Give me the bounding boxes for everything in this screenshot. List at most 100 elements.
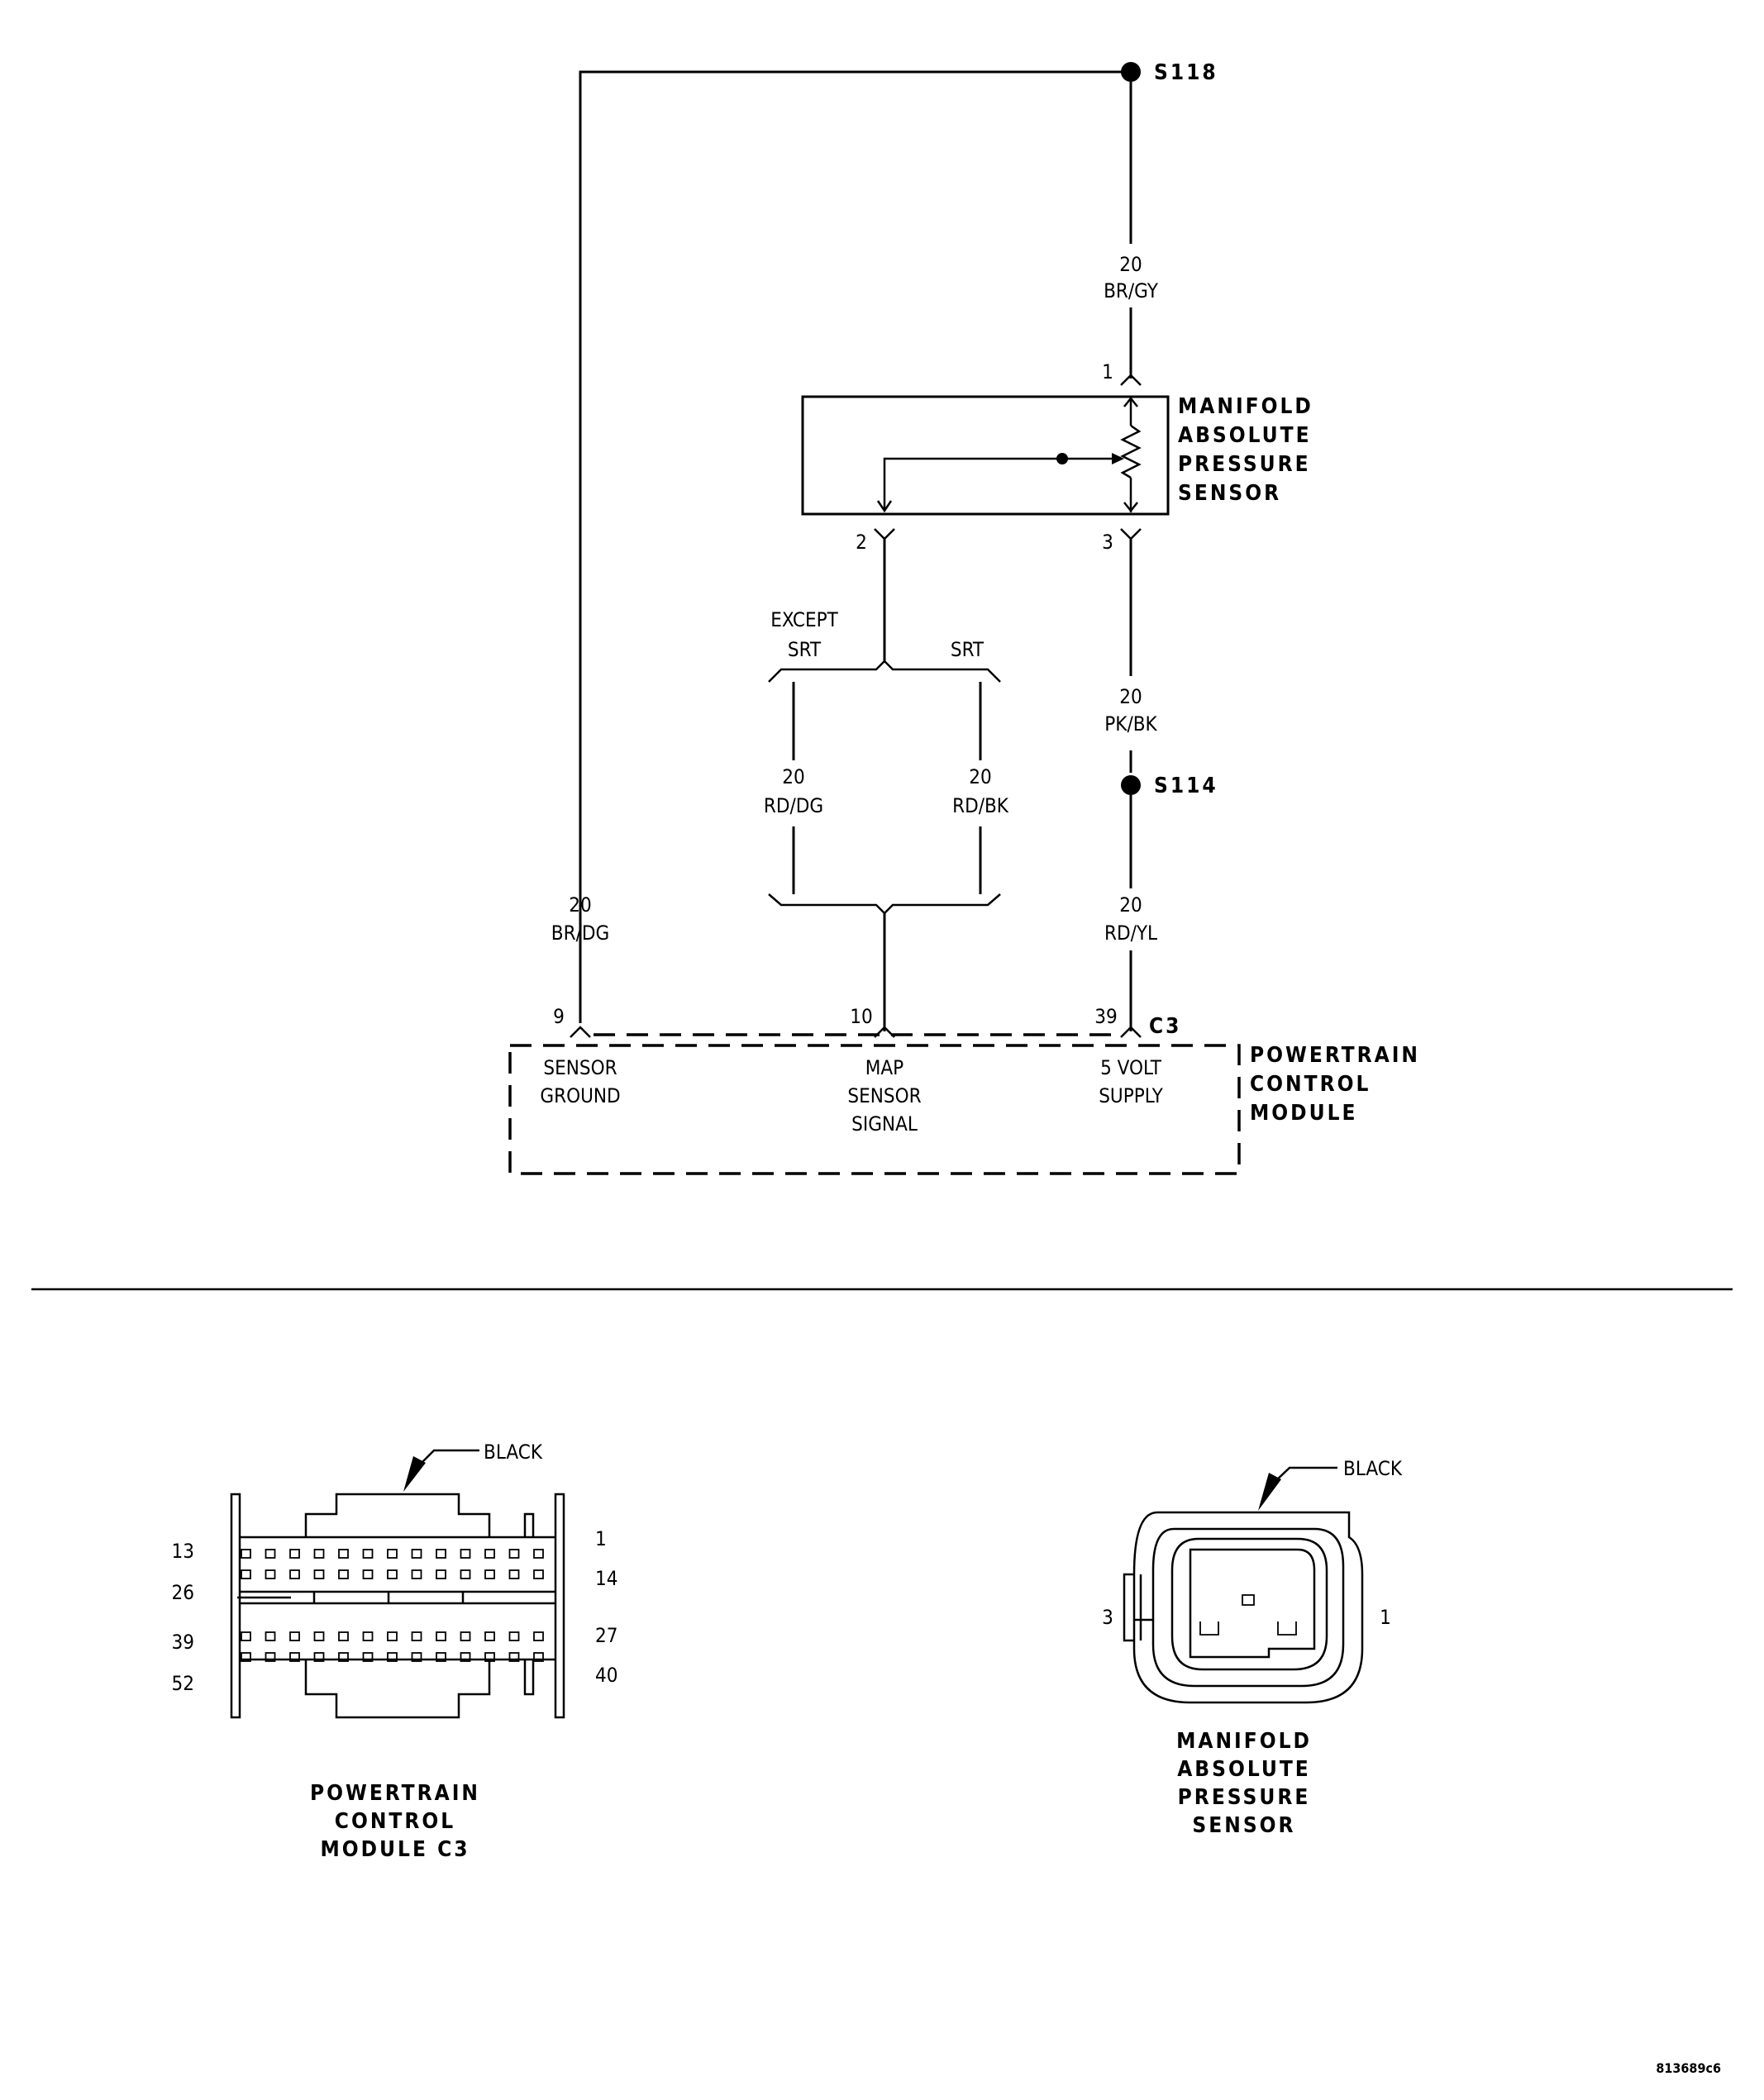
map-sensor-box [801, 395, 1170, 516]
pcm-pin-cavity [313, 1549, 325, 1559]
map-pin3-label: 3 [1102, 1606, 1113, 1629]
pcm-pin-cavity [387, 1652, 398, 1662]
pcm-ground-label-1: SENSOR [543, 1056, 617, 1079]
top-wire-color: BR/GY [1104, 279, 1159, 302]
pcm-pin-cavity [411, 1549, 422, 1559]
pcm-pin-14: 14 [595, 1567, 617, 1590]
map-color-arrow [1258, 1473, 1281, 1511]
figure-id: 813689c6 [1656, 2060, 1721, 2076]
ground-wire [579, 70, 1128, 1023]
pcm-pin-cavity [533, 1652, 544, 1662]
pcm-pin-cavity [265, 1549, 276, 1559]
pcm-title-3: MODULE [1250, 1101, 1357, 1126]
pcm-pin39-label: 39 [1094, 1005, 1117, 1028]
pin3-wire-color: PK/BK [1104, 712, 1157, 736]
pcm-signal-label-3: SIGNAL [851, 1112, 918, 1136]
pcm-ground-label-2: GROUND [540, 1084, 620, 1107]
except-wire-color: RD/DG [764, 794, 823, 817]
sensor-pin3-label: 3 [1102, 531, 1113, 554]
pcm-pin-cavity [362, 1652, 374, 1662]
map-color-leader [1272, 1466, 1337, 1484]
pcm-color-arrow [403, 1456, 426, 1492]
pin1-terminal [1120, 374, 1142, 386]
pcm-pin-cavity [436, 1631, 446, 1641]
pcm-pin-40: 40 [595, 1664, 617, 1687]
pcm-pin-cavity [289, 1569, 300, 1579]
pcm-pin-cavity [411, 1569, 422, 1579]
map-view-title-3: PRESSURE [1178, 1785, 1311, 1810]
pcm-pin-cavity [508, 1652, 520, 1662]
pcm-pin-cavity [313, 1631, 325, 1641]
pcm-pin-cavity [362, 1631, 374, 1641]
pcm-c3-connector-view: BLACK 13 26 39 52 1 14 27 40 POWE [172, 1440, 618, 1862]
splice-s114-label: S114 [1154, 774, 1218, 798]
pcm-pin-cavity [241, 1549, 251, 1559]
pin3-terminal [1120, 528, 1142, 540]
pcm-color-leader [417, 1449, 479, 1468]
pcm-pin-cavity [313, 1652, 325, 1662]
pcm-pin-cavity [265, 1631, 276, 1641]
map-sensor-title-3: PRESSURE [1178, 452, 1311, 477]
map-pin-3 [1199, 1621, 1219, 1636]
pcm-pin-52: 52 [172, 1672, 194, 1695]
pcm-pin-cavity [460, 1652, 471, 1662]
pcm-pin-cavity [484, 1549, 495, 1559]
except-wire-gauge: 20 [782, 765, 804, 788]
pcm-pin-cavity [289, 1652, 300, 1662]
pcm-pin-1: 1 [595, 1527, 607, 1550]
map-pin1-label: 1 [1380, 1606, 1391, 1629]
pcm-pin39-terminal [1120, 1026, 1142, 1038]
pcm-pin-cavity [241, 1569, 251, 1579]
pcm-pin9-terminal [570, 1026, 591, 1038]
top-brace [768, 660, 1001, 683]
map-pin-1 [1277, 1621, 1297, 1636]
pcm-view-title-1: POWERTRAIN [310, 1781, 480, 1806]
pcm-pin-cavity [241, 1652, 251, 1662]
pcm-view-title-2: CONTROL [335, 1809, 455, 1834]
pcm-signal-label-2: SENSOR [847, 1084, 921, 1107]
branch-except-label-2: SRT [788, 638, 822, 661]
pcm-pin-cavity [533, 1631, 544, 1641]
pcm-supply-label-1: 5 VOLT [1100, 1056, 1162, 1079]
pcm-pin-cavity [533, 1549, 544, 1559]
ground-wire-color: BR/DG [551, 921, 609, 945]
pcm-title-2: CONTROL [1250, 1072, 1371, 1097]
pcm-signal-label-1: MAP [865, 1056, 903, 1079]
pcm-pin-cavity [313, 1569, 325, 1579]
pcm-pin-cavity [338, 1569, 349, 1579]
branch-srt-label: SRT [951, 638, 985, 661]
potentiometer-symbol [876, 396, 1142, 513]
pcm-pin-27: 27 [595, 1624, 617, 1647]
pcm-box [508, 1044, 1241, 1175]
pcm-pin-cavity [289, 1631, 300, 1641]
pcm-pin-cavity [460, 1569, 471, 1579]
map-pin-2 [1242, 1594, 1255, 1606]
pcm-pin-cavity [362, 1569, 374, 1579]
pcm-view-title-3: MODULE C3 [320, 1837, 470, 1862]
srt-wire-gauge: 20 [969, 765, 991, 788]
pcm-pin-cavity [533, 1569, 544, 1579]
map-connector-shell [1123, 1511, 1364, 1704]
pcm-supply-label-2: SUPPLY [1099, 1084, 1163, 1107]
pcm-pin-cavity [289, 1549, 300, 1559]
splice-s114 [1121, 775, 1141, 795]
pcm-pin-cavity [460, 1631, 471, 1641]
pcm-pin9-label: 9 [553, 1005, 565, 1028]
supply-wire-gauge: 20 [1119, 893, 1142, 917]
top-wire-gauge: 20 [1119, 253, 1142, 276]
pcm-pin-cavity [265, 1569, 276, 1579]
pcm-pin-26: 26 [172, 1581, 194, 1604]
splice-s118-label: S118 [1154, 60, 1218, 85]
pcm-pin-cavity [387, 1631, 398, 1641]
pcm-pin-13: 13 [172, 1540, 194, 1563]
pcm-title-1: POWERTRAIN [1250, 1043, 1420, 1068]
map-view-title-1: MANIFOLD [1176, 1729, 1312, 1754]
map-sensor-title-1: MANIFOLD [1178, 394, 1313, 419]
branch-except-label-1: EXCEPT [770, 608, 838, 631]
map-view-title-2: ABSOLUTE [1177, 1757, 1311, 1782]
pcm-pin-cavity [241, 1631, 251, 1641]
pcm-pin-cavity [362, 1549, 374, 1559]
pin2-terminal [874, 528, 895, 540]
pcm-pin-cavity [508, 1549, 520, 1559]
